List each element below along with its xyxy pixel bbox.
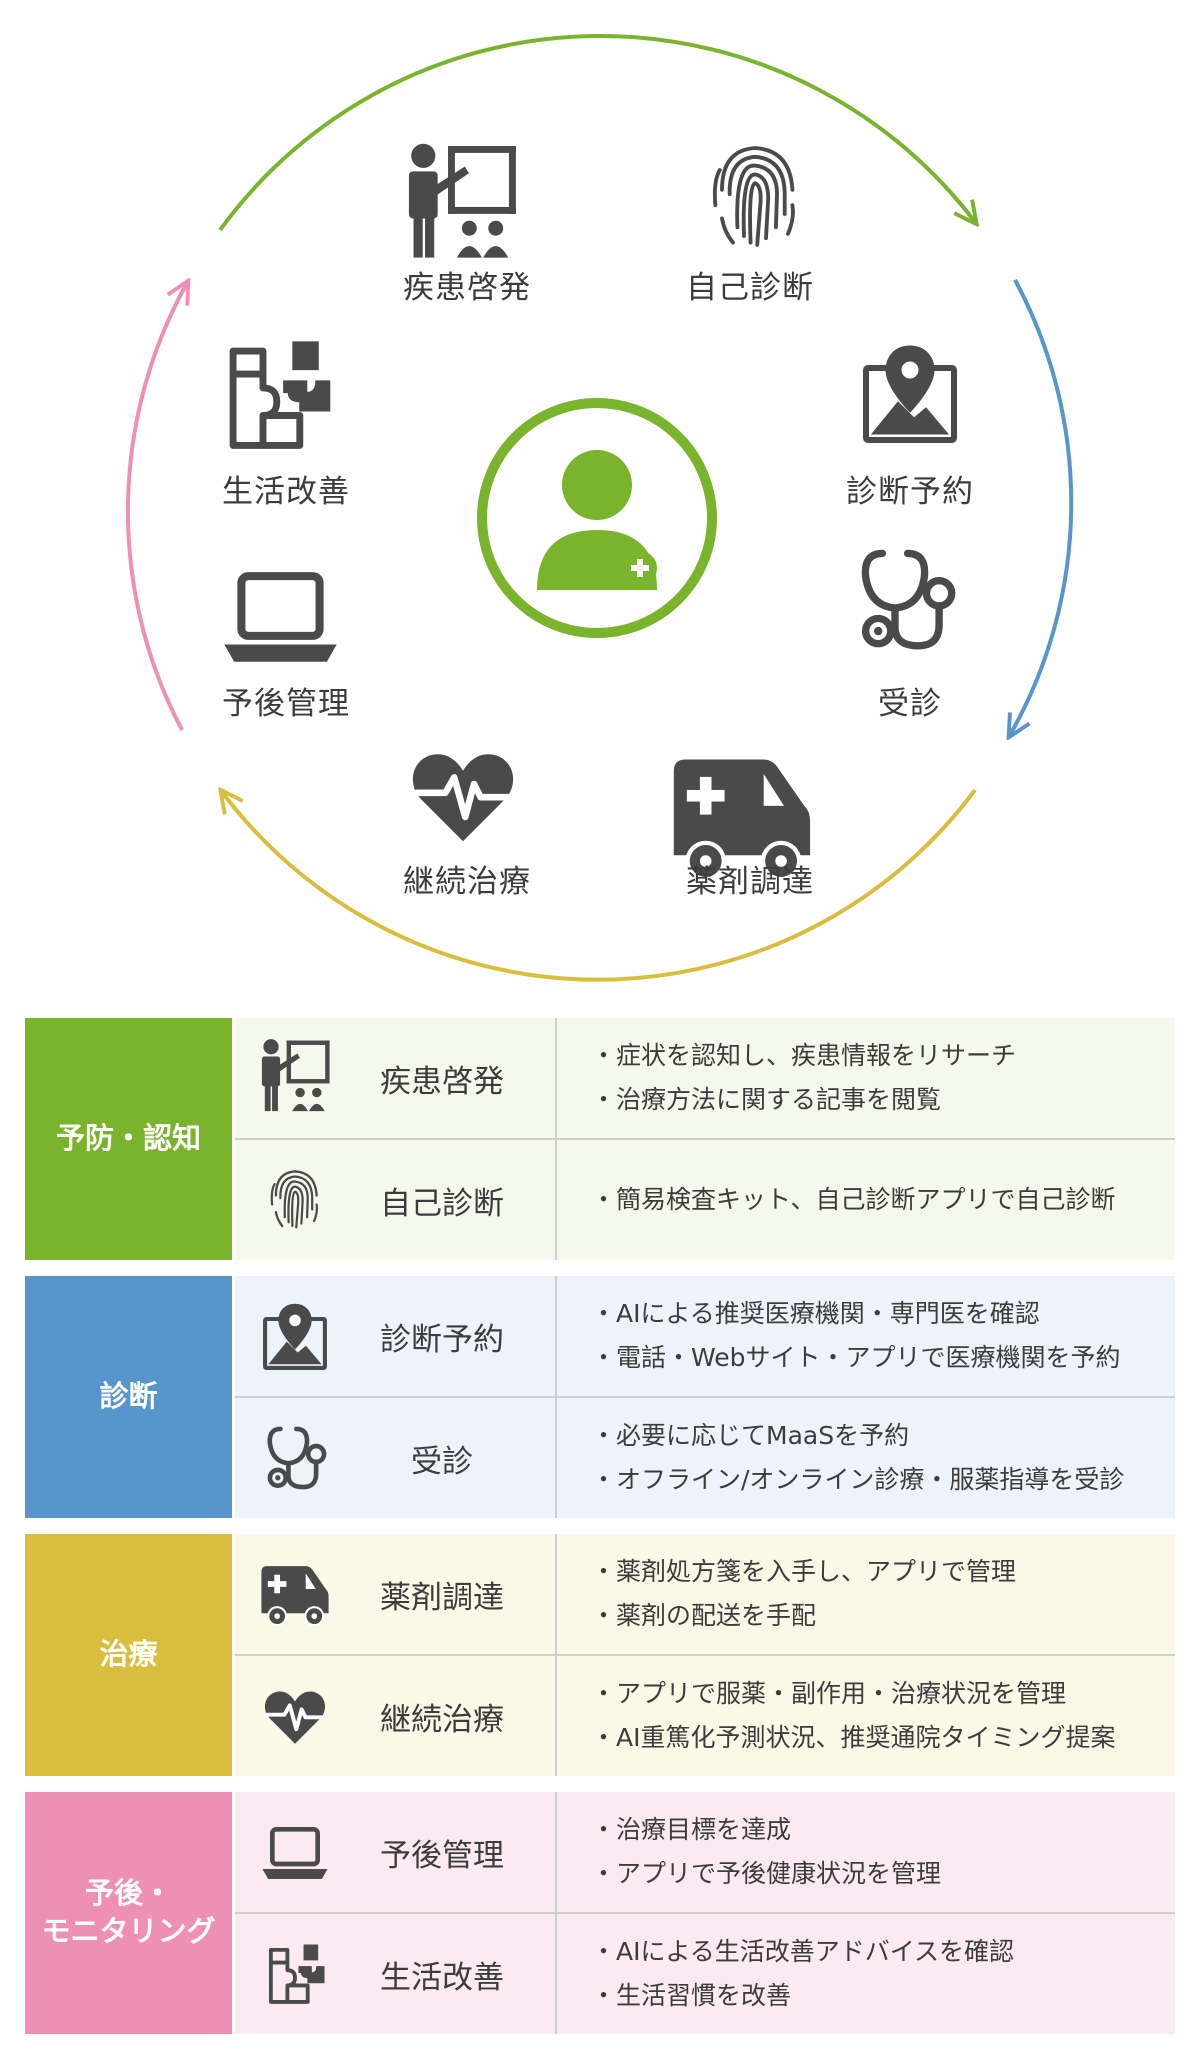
cycle-label-consultation: 受診 — [878, 686, 942, 722]
medical-staff-icon — [477, 398, 717, 638]
row-detail: ・アプリで服薬・副作用・治療状況を管理 — [591, 1679, 1067, 1708]
fingerprint-icon — [712, 146, 795, 247]
cycle-label-appointment: 診断予約 — [846, 474, 974, 510]
row-detail: ・簡易検査キット、自己診断アプリで自己診断 — [591, 1185, 1116, 1214]
row-detail: ・症状を認知し、疾患情報をリサーチ — [591, 1041, 1017, 1070]
row-detail: ・生活習慣を改善 — [591, 1981, 792, 2010]
row-detail: ・薬剤の配送を手配 — [591, 1601, 817, 1630]
laptop-icon — [259, 1820, 331, 1884]
table-row: 受診 ・必要に応じてMaaSを予約 ・オフライン/オンライン診療・服薬指導を受診 — [235, 1396, 1175, 1518]
row-name: 継続治療 — [380, 1701, 504, 1738]
row-detail: ・必要に応じてMaaSを予約 — [591, 1421, 910, 1450]
table-row: 薬剤調達 ・薬剤処方箋を入手し、アプリで管理 ・薬剤の配送を手配 — [235, 1534, 1175, 1654]
heartbeat-icon — [413, 754, 513, 841]
cycle-label-procurement: 薬剤調達 — [686, 864, 814, 900]
cycle-label-prognosis: 予後管理 — [222, 686, 350, 722]
row-detail: ・電話・Webサイト・アプリで医療機関を予約 — [591, 1343, 1121, 1372]
row-detail: ・オフライン/オンライン診療・服薬指導を受診 — [591, 1465, 1125, 1494]
table-row: 継続治療 ・アプリで服薬・副作用・治療状況を管理 ・AI重篤化予測状況、推奨通院… — [235, 1654, 1175, 1776]
map-pin-icon — [261, 1301, 329, 1371]
row-detail: ・薬剤処方箋を入手し、アプリで管理 — [591, 1557, 1017, 1586]
group-prevention: 予防・認知 疾患啓発 ・症状を認知し、疾患情報をリサーチ ・治療方法に関する記事… — [25, 1018, 1175, 1260]
ambulance-icon — [261, 1566, 329, 1627]
cycle-label-treatment: 継続治療 — [403, 864, 531, 900]
table-row: 生活改善 ・AIによる生活改善アドバイスを確認 ・生活習慣を改善 — [235, 1912, 1175, 2034]
row-name: 生活改善 — [380, 1959, 504, 1996]
row-detail: ・治療方法に関する記事を閲覧 — [591, 1085, 942, 1114]
row-detail: ・AIによる推奨医療機関・専門医を確認 — [591, 1299, 1040, 1328]
presentation-icon — [261, 1039, 330, 1112]
fingerprint-icon — [270, 1170, 319, 1229]
map-pin-icon — [866, 346, 954, 440]
phase-tables: 予防・認知 疾患啓発 ・症状を認知し、疾患情報をリサーチ ・治療方法に関する記事… — [25, 1018, 1175, 2050]
group-title-line: 予後・ — [84, 1876, 172, 1911]
row-name: 予後管理 — [380, 1837, 504, 1874]
row-detail: ・治療目標を達成 — [591, 1815, 792, 1844]
cycle-arrow-yellow — [222, 790, 977, 982]
cycle-label-awareness: 疾患啓発 — [403, 270, 531, 306]
laptop-icon — [225, 576, 335, 661]
table-row: 診断予約 ・AIによる推奨医療機関・専門医を確認 ・電話・Webサイト・アプリで… — [235, 1276, 1175, 1396]
group-title: 治療 — [25, 1534, 232, 1776]
cycle-arrow-pink — [125, 283, 187, 731]
row-detail: ・AIによる生活改善アドバイスを確認 — [591, 1937, 1014, 1966]
stethoscope-icon — [262, 1423, 328, 1493]
cycle-label-lifestyle: 生活改善 — [222, 474, 350, 510]
group-diagnosis: 診断 診断予約 ・AIによる推奨医療機関・専門医を確認 ・電話・Webサイト・ア… — [25, 1276, 1175, 1518]
table-row: 自己診断 ・簡易検査キット、自己診断アプリで自己診断 — [235, 1138, 1175, 1260]
row-detail: ・AI重篤化予測状況、推奨通院タイミング提案 — [591, 1723, 1116, 1752]
table-row: 予後管理 ・治療目標を達成 ・アプリで予後健康状況を管理 — [235, 1792, 1175, 1912]
row-name: 受診 — [411, 1443, 473, 1480]
row-name: 診断予約 — [380, 1321, 504, 1358]
row-name: 疾患啓発 — [380, 1063, 504, 1100]
group-treatment: 治療 薬剤調達 ・薬剤処方箋を入手し、アプリで管理 ・薬剤の配送を手配 継 — [25, 1534, 1175, 1776]
group-title-line: モニタリング — [41, 1914, 216, 1948]
row-name: 薬剤調達 — [380, 1579, 504, 1616]
row-name: 自己診断 — [380, 1185, 504, 1222]
group-title: 予防・認知 — [25, 1018, 232, 1260]
puzzle-icon — [233, 342, 330, 446]
cycle-arrow-blue — [1010, 279, 1074, 735]
stethoscope-icon — [865, 553, 951, 645]
table-row: 疾患啓発 ・症状を認知し、疾患情報をリサーチ ・治療方法に関する記事を閲覧 — [235, 1018, 1175, 1138]
cycle-arrow-green — [218, 33, 975, 232]
puzzle-icon — [268, 1942, 327, 2004]
group-monitoring: 予後・ モニタリング 予後管理 ・治療目標を達成 ・アプリで予後健康状況を管理 — [25, 1792, 1175, 2034]
group-title: 診断 — [25, 1276, 232, 1518]
row-detail: ・アプリで予後健康状況を管理 — [591, 1859, 942, 1888]
heartbeat-icon — [262, 1689, 328, 1746]
cycle-label-self-diagnosis: 自己診断 — [686, 270, 814, 306]
group-title: 予後・ モニタリング — [25, 1792, 232, 2034]
cycle-diagram — [125, 33, 1074, 982]
presentation-icon — [408, 143, 516, 258]
